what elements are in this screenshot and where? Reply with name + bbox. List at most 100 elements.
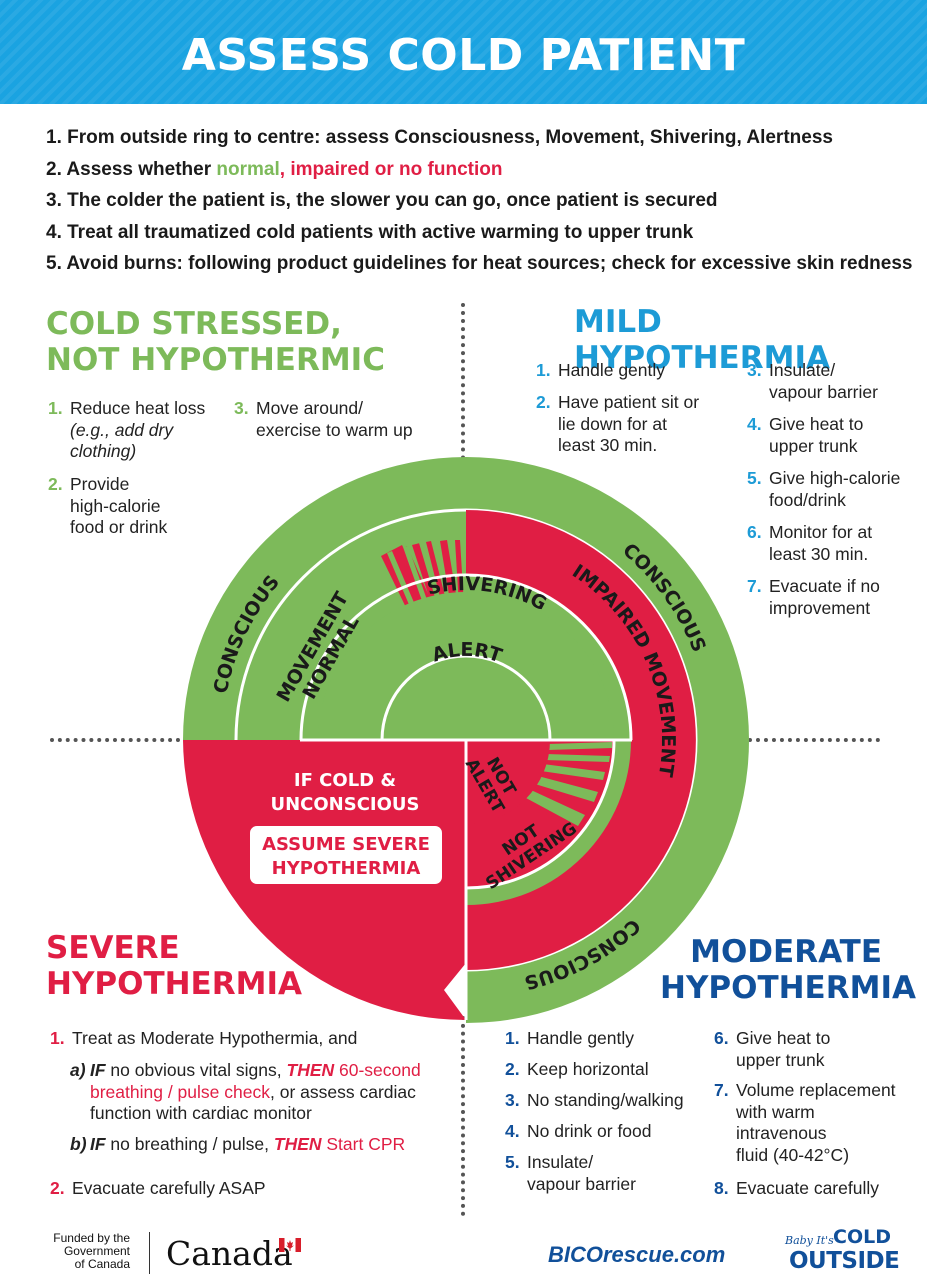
- item-text: Evacuate carefully: [736, 1178, 879, 1198]
- item-number: 2.: [50, 1178, 65, 1198]
- moderate-item: 7. Volume replacement with warm intraven…: [714, 1080, 914, 1166]
- item-text: Give heat to: [769, 414, 864, 434]
- cold-stressed-title-line: COLD STRESSED,: [46, 306, 342, 342]
- item-text: Evacuate carefully ASAP: [72, 1178, 266, 1198]
- item-text: upper trunk: [736, 1049, 825, 1070]
- then-word: THEN: [273, 1134, 322, 1154]
- item-text: fluid (40-42°C): [736, 1144, 850, 1165]
- item-text: Have patient sit or: [558, 392, 700, 412]
- divider-top: [461, 303, 465, 516]
- sub-text-part: no breathing / pulse,: [105, 1134, 274, 1154]
- cold-stressed-title-line: NOT HYPOTHERMIC: [46, 342, 385, 378]
- funding-line: Funded by the: [53, 1231, 130, 1245]
- item-number: 5.: [747, 468, 762, 488]
- intro-item: 4. Treat all traumatized cold patients w…: [46, 221, 694, 243]
- severe-title-line: HYPOTHERMIA: [46, 966, 302, 1002]
- assume-severe-box: [250, 826, 442, 884]
- intro-item: 3. The colder the patient is, the slower…: [46, 190, 718, 211]
- baby-its-cold-outside-logo: Baby It's COLD OUTSIDE: [785, 1226, 900, 1280]
- funding-line: Government: [63, 1244, 130, 1258]
- moderate-title-line: MODERATE: [690, 934, 882, 970]
- item-text: Handle gently: [558, 360, 666, 380]
- item-text: lie down for at: [558, 413, 667, 434]
- mild-item: 3. Insulate/ vapour barrier: [747, 360, 917, 403]
- item-text: No drink or food: [527, 1121, 652, 1141]
- item-number: 2.: [48, 474, 63, 494]
- moderate-title-line: HYPOTHERMIA: [660, 970, 916, 1006]
- severe-subitem-a: a) IF no obvious vital signs, THEN 60-se…: [70, 1060, 450, 1125]
- sub-text: IF no breathing / pulse, THEN Start CPR: [70, 1134, 450, 1156]
- moderate-item: 3. No standing/walking: [505, 1090, 715, 1112]
- item-number: 3.: [747, 360, 762, 380]
- item-number: 1.: [50, 1028, 65, 1048]
- mild-item: 2. Have patient sit or lie down for at l…: [536, 392, 736, 457]
- mild-title: MILD HYPOTHERMIA: [574, 304, 830, 376]
- transition-stripes-bottom: [526, 742, 612, 826]
- if-cold-label: IF COLD &: [294, 770, 396, 791]
- divider-bottom: [461, 1016, 465, 1216]
- not-alert-core: [466, 740, 550, 824]
- sub-text-part: breathing / pulse check: [90, 1081, 270, 1102]
- logo-line: COLD: [833, 1226, 891, 1248]
- item-text: clothing): [70, 441, 137, 461]
- sub-label: b): [70, 1134, 87, 1154]
- sub-label: a): [70, 1060, 86, 1080]
- moderate-item: 2. Keep horizontal: [505, 1059, 705, 1081]
- item-number: 1.: [48, 398, 63, 418]
- mild-item: 6. Monitor for at least 30 min.: [747, 522, 917, 565]
- item-text: Handle gently: [527, 1028, 635, 1048]
- banner-pattern: [0, 0, 927, 104]
- mild-item: 4. Give heat to upper trunk: [747, 414, 917, 457]
- divider-left: [50, 738, 188, 742]
- item-number: 5.: [505, 1152, 520, 1172]
- item-text: food/drink: [769, 489, 846, 510]
- moderate-title: MODERATE HYPOTHERMIA: [660, 934, 916, 1006]
- item-number: 7.: [747, 576, 762, 596]
- website-link[interactable]: BICOrescue.com: [548, 1242, 726, 1267]
- item-number: 6.: [714, 1028, 729, 1048]
- item-text: Provide: [70, 474, 130, 494]
- sub-text-part: Start CPR: [321, 1134, 406, 1154]
- sub-text: breathing / pulse check, or assess cardi…: [70, 1082, 450, 1104]
- item-text: vapour barrier: [769, 381, 878, 402]
- cold-stressed-item: 2. Provide high-calorie food or drink: [48, 474, 228, 539]
- title-banner: ASSESS COLD PATIENT: [0, 0, 927, 104]
- severe-title: SEVERE HYPOTHERMIA: [46, 930, 302, 1002]
- item-text: (e.g., add dry: [70, 419, 174, 440]
- page-title: ASSESS COLD PATIENT: [181, 30, 746, 81]
- logo-line: OUTSIDE: [789, 1248, 900, 1274]
- intro-text: 2. Assess whether: [46, 158, 217, 180]
- item-text: with warm: [736, 1101, 815, 1122]
- assessment-diagram: CONSCIOUS CONSCIOUS CONSCIOUS IMPAIRED M…: [183, 457, 749, 1023]
- severe-item: 1. Treat as Moderate Hypothermia, and: [50, 1028, 450, 1050]
- item-text: Move around/: [256, 398, 364, 418]
- item-number: 1.: [505, 1028, 520, 1048]
- footer-separator: [149, 1232, 150, 1274]
- funding-credit: Funded by the Government of Canada: [40, 1232, 130, 1271]
- mild-item: 7. Evacuate if no improvement: [747, 576, 917, 619]
- item-text: intravenous: [736, 1123, 827, 1143]
- canada-wordmark: Canada: [166, 1234, 293, 1273]
- severe-item: 2. Evacuate carefully ASAP: [50, 1178, 450, 1200]
- moderate-item: 1. Handle gently: [505, 1028, 705, 1050]
- item-text: exercise to warm up: [256, 419, 413, 440]
- item-text: upper trunk: [769, 435, 858, 456]
- impaired-text: impaired or no function: [290, 158, 503, 180]
- item-number: 4.: [505, 1121, 520, 1141]
- impaired-movement-band: [466, 510, 696, 970]
- item-number: 1.: [536, 360, 551, 380]
- intro-comma: ,: [279, 158, 291, 180]
- item-text: No standing/walking: [527, 1090, 684, 1110]
- normal-text: normal: [216, 158, 280, 180]
- item-text: food or drink: [70, 517, 168, 537]
- intro-item: 1. From outside ring to centre: assess C…: [46, 127, 833, 148]
- item-text: Keep horizontal: [527, 1059, 649, 1079]
- moderate-item: 4. No drink or food: [505, 1121, 705, 1143]
- logo-line: Baby It's: [785, 1234, 834, 1247]
- item-text: Insulate/: [769, 360, 836, 380]
- cold-stressed-title: COLD STRESSED, NOT HYPOTHERMIC: [46, 306, 385, 378]
- intro-item: 5. Avoid burns: following product guidel…: [46, 253, 913, 274]
- item-text: high-calorie: [70, 495, 161, 516]
- cold-stressed-item: 1. Reduce heat loss (e.g., add dry cloth…: [48, 398, 228, 463]
- sub-text: function with cardiac monitor: [90, 1103, 312, 1123]
